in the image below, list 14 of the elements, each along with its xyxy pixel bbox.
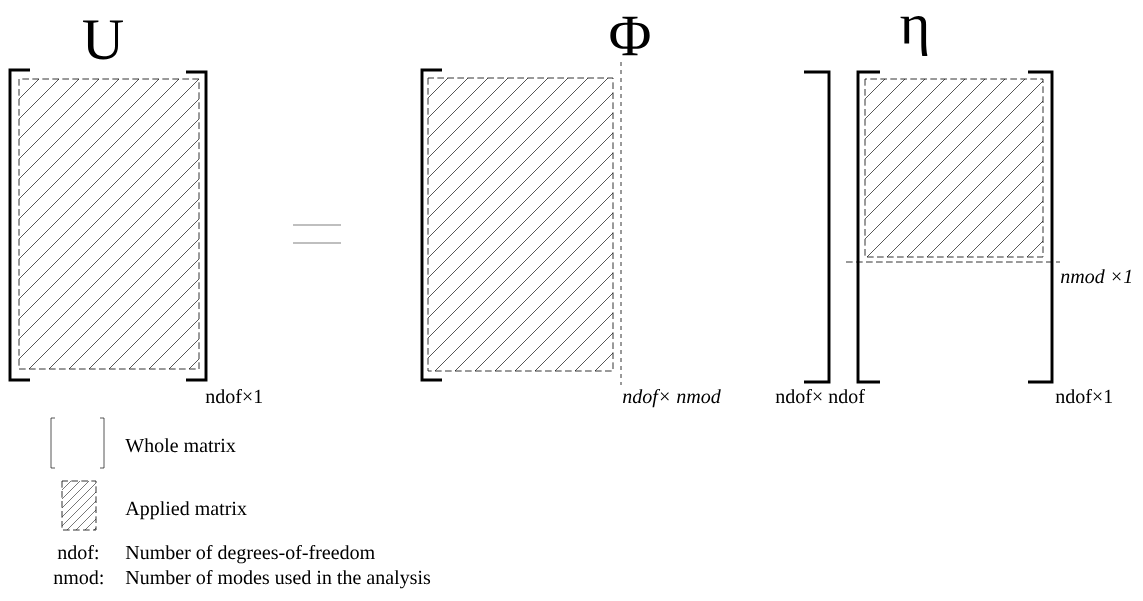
dimension-label: ndof× ndof (775, 388, 865, 404)
dimension-label: nmod ×1 (1061, 269, 1132, 284)
legend-label: Applied matrix (125, 501, 247, 520)
note-text: Number of modes used in the analysis (125, 569, 431, 589)
dimension-label: ndof×1 (1055, 388, 1112, 404)
note-term: nmod: (53, 570, 103, 585)
matrix-symbol: η (900, 15, 928, 57)
matrix-symbol: Φ (610, 16, 650, 56)
dimension-label: ndof× nmod (623, 388, 721, 408)
dimension-label: ndof×1 (205, 388, 262, 404)
note-term: ndof: (57, 544, 98, 560)
note-text: Number of degrees-of-freedom (125, 544, 375, 564)
legend-label: Whole matrix (125, 438, 236, 453)
matrix-symbol: U (83, 20, 123, 60)
